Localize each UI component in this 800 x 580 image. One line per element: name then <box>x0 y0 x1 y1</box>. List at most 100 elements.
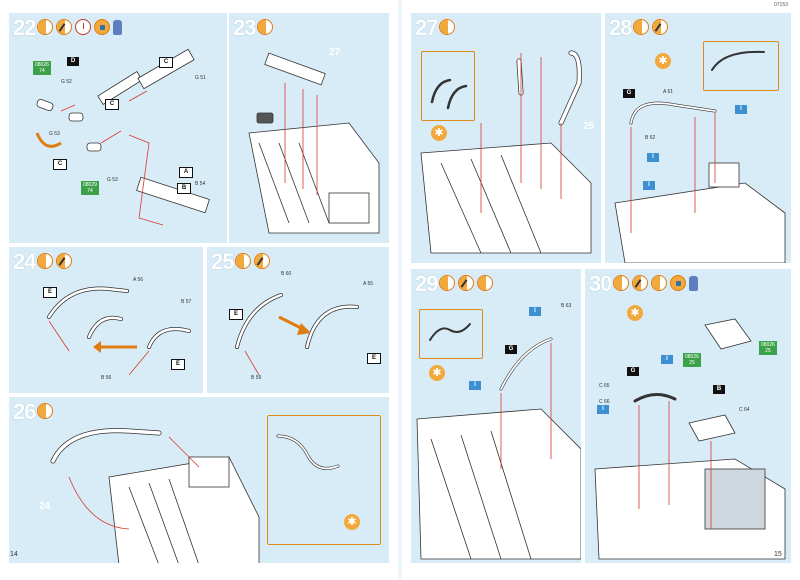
part-letter-tag: I <box>529 307 541 316</box>
paint-house-icon <box>670 275 686 291</box>
decal-tag: 08026 74 <box>33 61 51 75</box>
glue-icon <box>37 19 53 35</box>
sun-icon: ✱ <box>344 514 360 530</box>
brush-icon <box>458 275 474 291</box>
part-label: B 54 <box>195 181 206 187</box>
part-letter-tag: B <box>713 385 725 394</box>
part-letter-tag: A <box>179 167 193 178</box>
brush-icon <box>652 19 668 35</box>
part-letter-tag: D <box>67 57 79 66</box>
part-label: B 60 <box>281 271 292 277</box>
glue-icon <box>633 19 649 35</box>
step-icons <box>235 253 270 269</box>
glue-icon <box>37 403 53 419</box>
part-letter-tag: E <box>43 287 57 298</box>
step-29-drawing <box>416 337 581 560</box>
timer-icon <box>75 19 91 35</box>
page-number: 15 <box>774 551 782 558</box>
decal-tag: 08026 25 <box>759 341 777 355</box>
glue-icon <box>235 253 251 269</box>
step-29-panel: 29 ✱ <box>410 268 582 564</box>
glue-icon <box>439 275 455 291</box>
step-number: 28 <box>609 15 633 40</box>
decal-tag: 08026 25 <box>683 353 701 367</box>
left-page: 22 08026 74 <box>0 0 398 580</box>
step-icons <box>613 275 698 291</box>
part-letter-tag: I <box>597 405 609 414</box>
part-letter-tag: C <box>159 57 173 68</box>
step-number: 24 <box>13 249 37 274</box>
brush-icon <box>56 19 72 35</box>
part-label: B 63 <box>561 303 572 309</box>
decal-tag: 08029 74 <box>81 181 99 195</box>
inset-drawing <box>429 323 471 341</box>
page-gutter <box>398 0 402 580</box>
kit-code: 07153 <box>774 2 788 8</box>
brush-icon <box>56 253 72 269</box>
step-number: 30 <box>589 271 613 296</box>
paint-icon <box>651 275 667 291</box>
paint-house-icon <box>94 19 110 35</box>
part-letter-tag: C <box>105 99 119 110</box>
step-27-drawing <box>420 50 592 254</box>
part-label: G 53 <box>49 131 60 137</box>
detail-inset: ✱ <box>267 415 381 545</box>
step-icons <box>439 19 455 35</box>
paint-bottle-icon <box>113 20 122 35</box>
step-25-panel: 25 B 60 A 55 E E B 59 <box>206 246 390 394</box>
step-number: 29 <box>415 271 439 296</box>
part-label: C 64 <box>739 407 750 413</box>
inset-drawing <box>711 50 765 71</box>
part-letter-tag: B <box>177 183 191 194</box>
step-30-drawing <box>594 318 786 560</box>
step-24-panel: 24 E A 56 B 57 E B <box>8 246 204 394</box>
part-label: A 55 <box>363 281 374 287</box>
inset-drawing <box>430 78 468 110</box>
step-26-drawing <box>50 428 260 563</box>
part-letter-tag: G <box>627 367 639 376</box>
step-icons <box>37 253 72 269</box>
part-label: C 66 <box>599 399 610 405</box>
step-28-drawing <box>614 101 786 263</box>
step-22-panel: 22 08026 74 <box>8 12 228 244</box>
step-23-panel: 23 27 <box>228 12 390 244</box>
sun-icon: ✱ <box>429 365 445 381</box>
page-number: 14 <box>10 551 18 558</box>
sun-icon: ✱ <box>627 305 643 321</box>
detail-inset <box>419 309 483 359</box>
part-letter-tag: I <box>661 355 673 364</box>
part-label: G 52 <box>61 79 72 85</box>
step-number: 23 <box>233 15 257 40</box>
part-letter-tag: E <box>367 353 381 364</box>
part-letter-tag: I <box>643 181 655 190</box>
step-number: 27 <box>415 15 439 40</box>
glue-icon <box>613 275 629 291</box>
callout-number: 27 <box>329 47 341 58</box>
step-24-drawing <box>47 286 191 376</box>
part-letter-tag: I <box>735 105 747 114</box>
part-letter-tag: E <box>229 309 243 320</box>
detail-inset <box>703 41 779 91</box>
step-30-panel: 30 ✱ 08026 25 08026 <box>584 268 792 564</box>
step-number: 25 <box>211 249 235 274</box>
step-25-drawing <box>235 293 359 376</box>
callout-number: 25 <box>583 121 595 132</box>
part-label: B 62 <box>645 135 656 141</box>
part-label: B 57 <box>181 299 192 305</box>
brush-icon <box>254 253 270 269</box>
part-label: A 56 <box>133 277 144 283</box>
part-letter-tag: E <box>171 359 185 370</box>
step-26-panel: 26 24 <box>8 396 390 564</box>
step-icons <box>37 19 122 35</box>
part-label: C 65 <box>599 383 610 389</box>
inset-drawing <box>276 434 340 470</box>
step-number: 26 <box>13 399 37 424</box>
step-icons <box>257 19 273 35</box>
callout-number: 24 <box>39 501 51 512</box>
part-label: B 59 <box>251 375 262 381</box>
paint-bottle-icon <box>689 276 698 291</box>
glue-icon <box>37 253 53 269</box>
part-letter-tag: I <box>647 153 659 162</box>
right-page: 07153 27 ✱ 25 <box>402 0 800 580</box>
glue-icon <box>257 19 273 35</box>
